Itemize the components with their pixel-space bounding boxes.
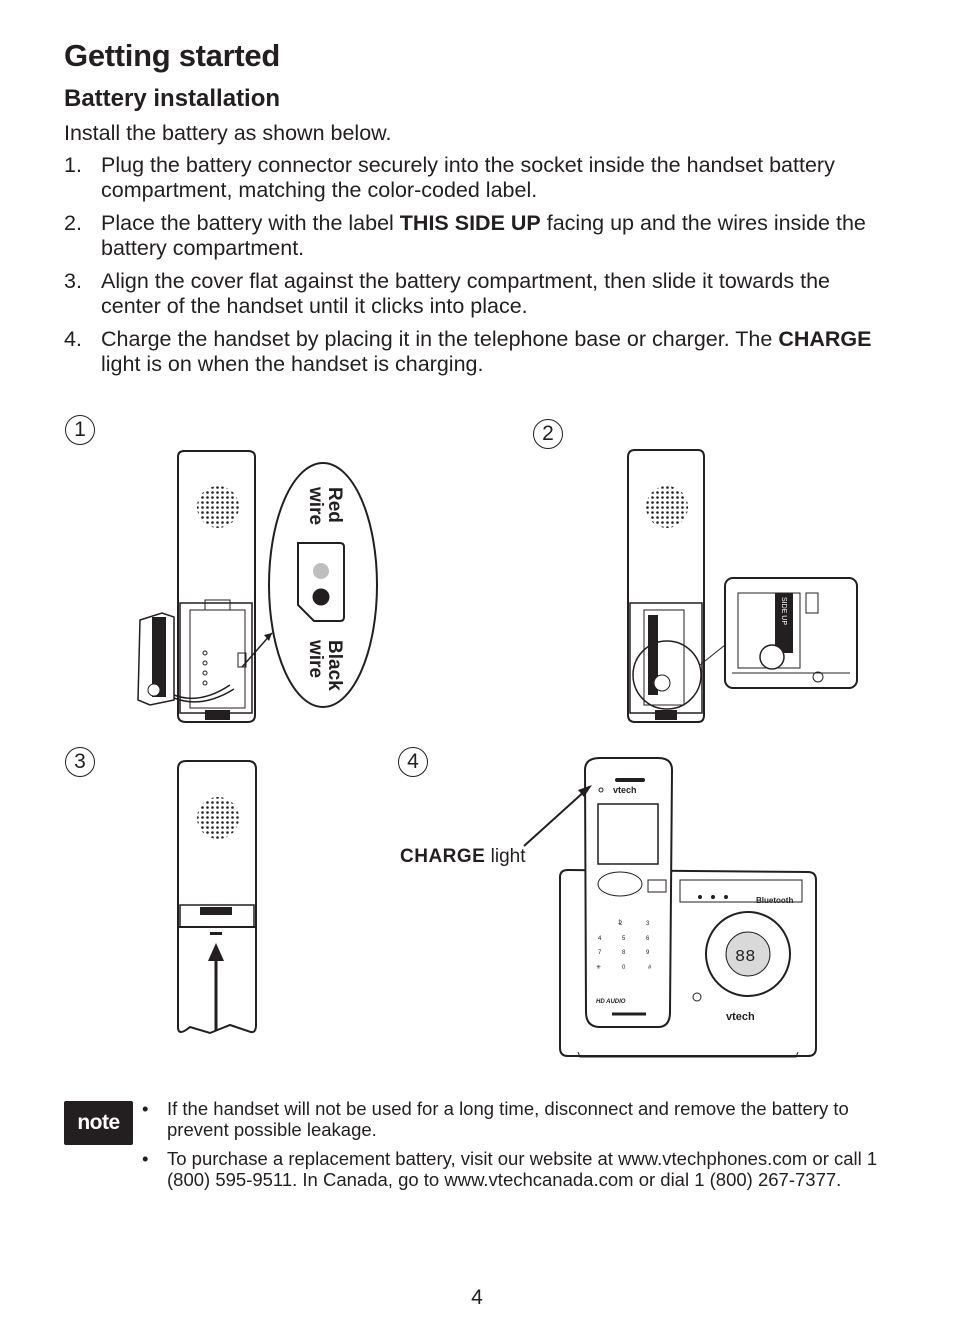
bullet: •: [142, 1148, 149, 1169]
handset-back-outline: [177, 450, 256, 723]
handset-front: vtech 1 2 3 4 5 6 7 8 9 ✳ 0 # HD AUDIO: [583, 757, 674, 1028]
charge-light-pointer: [523, 789, 587, 847]
figure-4-illustration: Bluetooth 88 vtech vtech 1 2 3 4 5 6 7 8…: [523, 757, 817, 1058]
callout-pointer: [241, 632, 273, 668]
step-text: facing up and the wires inside the batte…: [101, 211, 866, 260]
page-title: Getting started: [64, 38, 280, 73]
figure-3-badge: 3: [65, 747, 95, 777]
instruction-steps: 1. Plug the battery connector securely i…: [64, 153, 894, 385]
callout-bold: CHARGE: [400, 846, 486, 867]
svg-text:2: 2: [619, 921, 623, 927]
svg-text:#: #: [648, 965, 652, 971]
speaker-grille: [197, 486, 239, 528]
svg-text:9: 9: [646, 950, 650, 956]
step-number: 3.: [64, 269, 82, 293]
note-item: • If the handset will not be used for a …: [142, 1098, 902, 1140]
battery-pack: [137, 612, 235, 706]
figure-1-illustration: [137, 450, 378, 723]
charge-light-callout: CHARGE light: [400, 846, 525, 868]
intro-text: Install the battery as shown below.: [64, 121, 392, 145]
zoom-detail: SIDE UP: [724, 577, 858, 689]
black-wire-label: Black wire: [305, 640, 345, 691]
handset-brand: vtech: [613, 785, 637, 795]
base-display: 88: [735, 948, 755, 967]
step-number: 4.: [64, 327, 82, 351]
svg-text:3: 3: [646, 921, 650, 927]
step-emphasis: CHARGE: [778, 327, 872, 351]
figure-3-illustration: [177, 760, 257, 1035]
svg-text:4: 4: [598, 936, 602, 942]
section-title: Battery installation: [64, 85, 281, 112]
svg-text:7: 7: [598, 950, 602, 956]
step-text: Place the battery with the label: [101, 211, 400, 235]
bullet: •: [142, 1098, 149, 1119]
step-1: 1. Plug the battery connector securely i…: [64, 153, 894, 203]
step-number: 2.: [64, 211, 82, 235]
key-1: 1: [618, 920, 622, 926]
bluetooth-label: Bluetooth: [756, 896, 793, 905]
figure-4-badge: 4: [398, 747, 428, 777]
side-up-text: SIDE UP: [780, 597, 787, 625]
figure-2-badge: 2: [533, 419, 563, 449]
note-list: • If the handset will not be used for a …: [142, 1098, 902, 1198]
step-number: 1.: [64, 153, 82, 177]
step-text: Plug the battery connector securely into…: [101, 153, 835, 202]
wire-callout-oval: [268, 462, 378, 708]
step-4: 4. Charge the handset by placing it in t…: [64, 327, 894, 377]
step-text: Align the cover flat against the battery…: [101, 269, 830, 318]
base-brand: vtech: [726, 1011, 755, 1023]
svg-text:6: 6: [646, 936, 650, 942]
figure-1-badge: 1: [65, 415, 95, 445]
note-text: If the handset will not be used for a lo…: [167, 1098, 849, 1140]
step-2: 2. Place the battery with the label THIS…: [64, 211, 894, 261]
figure-2-illustration: SIDE UP: [627, 449, 858, 723]
note-item: • To purchase a replacement battery, vis…: [142, 1148, 902, 1190]
svg-text:0: 0: [622, 965, 626, 971]
slide-arrow: [208, 943, 224, 961]
step-emphasis: THIS SIDE UP: [399, 211, 541, 235]
callout-text: light: [485, 846, 526, 867]
step-text: Charge the handset by placing it in the …: [101, 327, 779, 351]
red-wire-label: Red wire: [305, 487, 345, 526]
step-text: light is on when the handset is charging…: [101, 352, 484, 376]
step-3: 3. Align the cover flat against the batt…: [64, 269, 894, 319]
hd-audio-label: HD AUDIO: [596, 999, 626, 1005]
note-badge: note: [64, 1101, 133, 1145]
black-wire-dot: [312, 588, 330, 606]
svg-text:8: 8: [622, 950, 626, 956]
svg-text:✳: ✳: [596, 964, 601, 971]
page-number: 4: [471, 1286, 483, 1309]
svg-text:5: 5: [622, 936, 626, 942]
note-text: To purchase a replacement battery, visit…: [167, 1148, 878, 1190]
red-wire-dot: [313, 563, 329, 579]
